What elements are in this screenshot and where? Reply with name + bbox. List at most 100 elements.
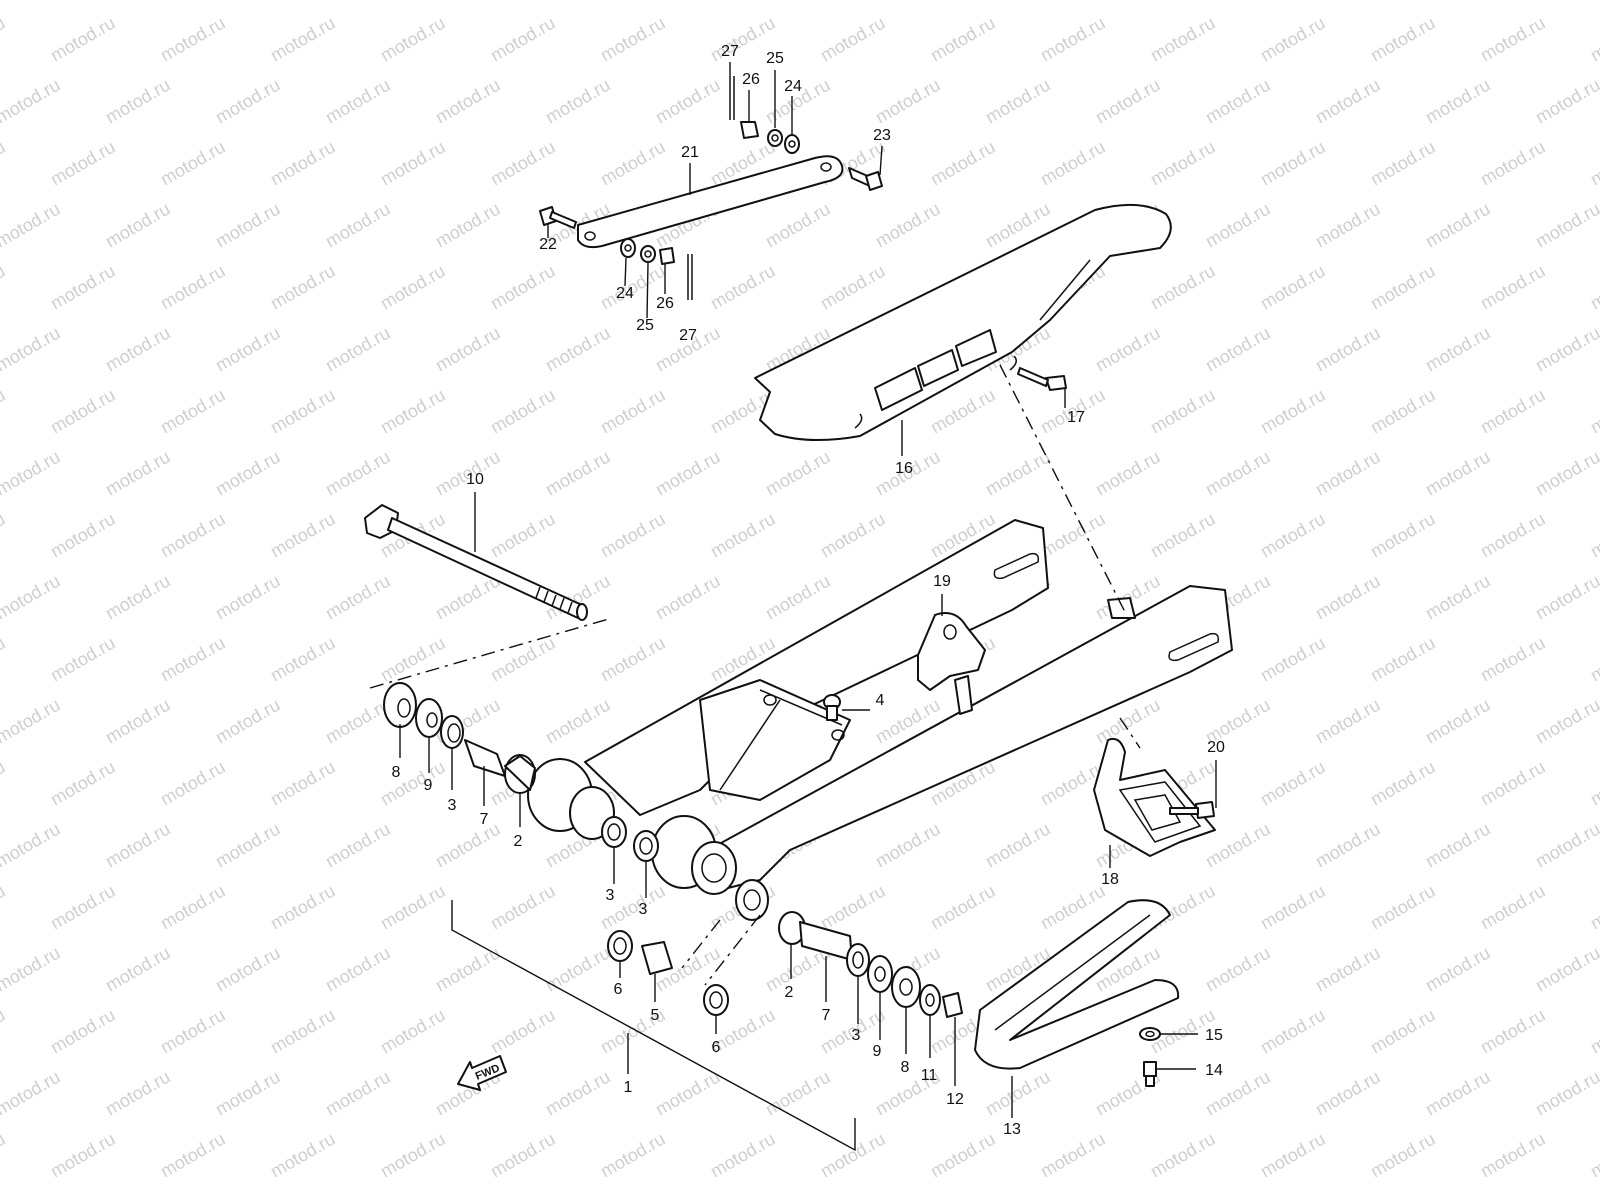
leader-lines	[399, 62, 1217, 1118]
watermark-text: motod.ru	[542, 1067, 614, 1120]
assembly-lines	[369, 364, 1141, 986]
watermark-text: motod.ru	[982, 75, 1054, 128]
watermark-text: motod.ru	[1367, 509, 1439, 562]
watermark-text: motod.ru	[0, 13, 9, 66]
watermark-text: motod.ru	[707, 1129, 779, 1182]
watermark-text: motod.ru	[267, 1129, 339, 1182]
callout-19: 19	[933, 573, 951, 590]
watermark-text: motod.ru	[47, 633, 119, 686]
watermark-text: motod.ru	[1532, 75, 1600, 128]
watermark-text: motod.ru	[542, 695, 614, 748]
callout-25: 25	[766, 50, 784, 67]
watermark-text: motod.ru	[1257, 385, 1329, 438]
watermark-text: motod.ru	[377, 881, 449, 934]
screw-14-part	[1143, 1061, 1157, 1087]
callout-17: 17	[1067, 409, 1085, 426]
watermark-text: motod.ru	[1202, 199, 1274, 252]
watermark-text: motod.ru	[817, 1129, 889, 1182]
watermark-text: motod.ru	[377, 757, 449, 810]
watermark-text: motod.ru	[1257, 881, 1329, 934]
watermark-text: motod.ru	[927, 1129, 999, 1182]
watermark-text: motod.ru	[1312, 0, 1384, 3]
watermark-text: motod.ru	[1092, 323, 1164, 376]
watermark-text: motod.ru	[0, 633, 9, 686]
watermark-text: motod.ru	[212, 1067, 284, 1120]
watermark-text: motod.ru	[47, 1005, 119, 1058]
watermark-text: motod.ru	[1037, 137, 1109, 190]
watermark-text: motod.ru	[652, 1067, 724, 1120]
callout-8: 8	[901, 1059, 910, 1076]
watermark-text: motod.ru	[102, 0, 174, 3]
callout-2: 2	[785, 984, 794, 1001]
watermark-text: motod.ru	[322, 695, 394, 748]
pivot-shaft-part	[364, 504, 588, 621]
watermark-text: motod.ru	[872, 75, 944, 128]
washer-15-part	[1139, 1027, 1161, 1041]
watermark-text: motod.ru	[47, 1129, 119, 1182]
watermark-text: motod.ru	[982, 1067, 1054, 1120]
watermark-text: motod.ru	[212, 695, 284, 748]
watermark-text: motod.ru	[1367, 1005, 1439, 1058]
watermark-text: motod.ru	[157, 1129, 229, 1182]
watermark-text: motod.ru	[1037, 509, 1109, 562]
watermark-text: motod.ru	[1587, 1129, 1600, 1182]
watermark-text: motod.ru	[1477, 757, 1549, 810]
watermark-text: motod.ru	[542, 447, 614, 500]
watermark-text: motod.ru	[0, 943, 64, 996]
bracket-19-part	[917, 612, 986, 715]
watermark-text: motod.ru	[817, 261, 889, 314]
watermark-text: motod.ru	[157, 261, 229, 314]
watermark-text: motod.ru	[542, 0, 614, 3]
watermark-text: motod.ru	[487, 881, 559, 934]
watermark-text: motod.ru	[267, 137, 339, 190]
watermark-text: motod.ru	[432, 199, 504, 252]
watermark-text: motod.ru	[212, 819, 284, 872]
watermark-text: motod.ru	[1367, 757, 1439, 810]
callout-16: 16	[895, 460, 913, 477]
watermark-text: motod.ru	[0, 385, 9, 438]
watermark-text: motod.ru	[267, 509, 339, 562]
watermark-text: motod.ru	[1367, 261, 1439, 314]
watermark-text: motod.ru	[102, 1067, 174, 1120]
watermark-text: motod.ru	[1422, 199, 1494, 252]
watermark-text: motod.ru	[157, 509, 229, 562]
watermark-text: motod.ru	[432, 0, 504, 3]
chain-case-part	[754, 203, 1172, 441]
watermark-text: motod.ru	[487, 261, 559, 314]
callout-6: 6	[712, 1039, 721, 1056]
watermark-text: motod.ru	[1257, 633, 1329, 686]
watermark-text: motod.ru	[0, 1129, 9, 1182]
watermark-text: motod.ru	[0, 199, 64, 252]
watermark-text: motod.ru	[157, 881, 229, 934]
watermark-text: motod.ru	[1422, 695, 1494, 748]
watermark-text: motod.ru	[1147, 137, 1219, 190]
callout-7: 7	[480, 811, 489, 828]
callout-10: 10	[466, 471, 484, 488]
watermark-text: motod.ru	[1532, 323, 1600, 376]
watermark-text: motod.ru	[0, 1005, 9, 1058]
bolt-22-part	[539, 206, 577, 229]
watermark-text: motod.ru	[1257, 1005, 1329, 1058]
callout-26: 26	[656, 295, 674, 312]
watermark-text: motod.ru	[212, 447, 284, 500]
watermark-text: motod.ru	[1477, 261, 1549, 314]
watermark-text: motod.ru	[1257, 13, 1329, 66]
bolt-20-part	[1169, 801, 1215, 819]
watermark-text: motod.ru	[1367, 633, 1439, 686]
torque-rod-part	[577, 155, 844, 249]
watermark-text: motod.ru	[1477, 633, 1549, 686]
watermark-text: motod.ru	[487, 1129, 559, 1182]
watermark-text: motod.ru	[0, 0, 64, 3]
watermark-text: motod.ru	[267, 757, 339, 810]
watermark-text: motod.ru	[1312, 75, 1384, 128]
callout-21: 21	[681, 144, 699, 161]
watermark-text: motod.ru	[157, 757, 229, 810]
watermark-text: motod.ru	[1422, 819, 1494, 872]
watermark-text: motod.ru	[762, 1067, 834, 1120]
callout-20: 20	[1207, 739, 1225, 756]
watermark-text: motod.ru	[47, 385, 119, 438]
callout-22: 22	[539, 236, 557, 253]
watermark-text: motod.ru	[487, 633, 559, 686]
watermark-text: motod.ru	[322, 447, 394, 500]
chain-slider-part	[974, 899, 1180, 1070]
